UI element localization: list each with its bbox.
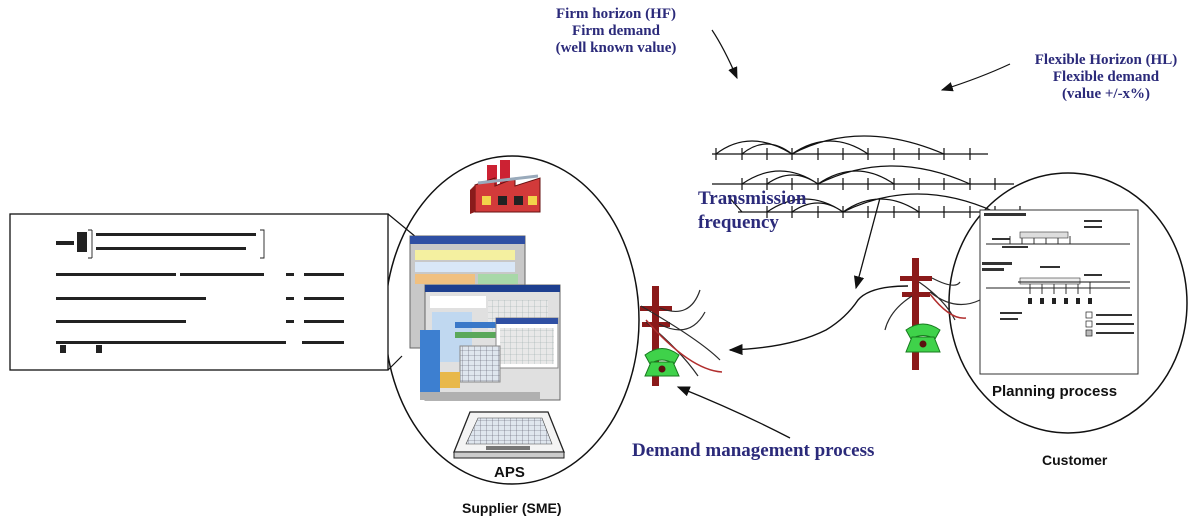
transmission-frequency-label: Transmission frequency	[698, 187, 806, 235]
aps-label: APS	[494, 464, 525, 481]
flexible-horizon-arrow	[940, 63, 1011, 92]
demand-management-label: Demand management process	[632, 440, 875, 461]
telephone-pole-icon	[640, 286, 723, 386]
firm-horizon-line-2: Firm demand	[572, 23, 660, 39]
firm-horizon-arrow	[711, 29, 738, 80]
telephone-pole-icon	[884, 258, 981, 370]
supplier-label: Supplier (SME)	[462, 500, 562, 516]
flexible-horizon-line-3: (value +/-x%)	[1061, 86, 1151, 102]
factory-icon	[470, 160, 541, 214]
firm-horizon-line-1: Firm horizon (HF)	[556, 6, 676, 22]
transmission-line-2: frequency	[698, 212, 779, 233]
transmission-arrow	[853, 197, 881, 290]
telephone-icon	[644, 348, 680, 377]
flexible-horizon-label: Flexible Horizon (HL) Flexible demand (v…	[1012, 52, 1200, 103]
demand-management-arrow	[676, 386, 791, 439]
keyboard-icon	[453, 411, 565, 459]
horizon-timelines	[712, 135, 1040, 218]
model-formula-box	[9, 213, 423, 371]
telephone-icon	[905, 323, 941, 353]
communication-line	[728, 285, 909, 356]
flexible-horizon-line-2: Flexible demand	[1052, 69, 1160, 85]
firm-horizon-label: Firm horizon (HF) Firm demand (well know…	[548, 6, 684, 57]
transmission-line-1: Transmission	[698, 188, 807, 209]
flexible-horizon-line-1: Flexible Horizon (HL)	[1034, 52, 1178, 68]
computer-screen-icon	[409, 235, 561, 401]
customer-label: Customer	[1042, 452, 1108, 468]
firm-horizon-line-3: (well known value)	[555, 40, 677, 56]
customer-gantt-chart	[979, 209, 1139, 375]
planning-process-label: Planning process	[992, 383, 1118, 400]
